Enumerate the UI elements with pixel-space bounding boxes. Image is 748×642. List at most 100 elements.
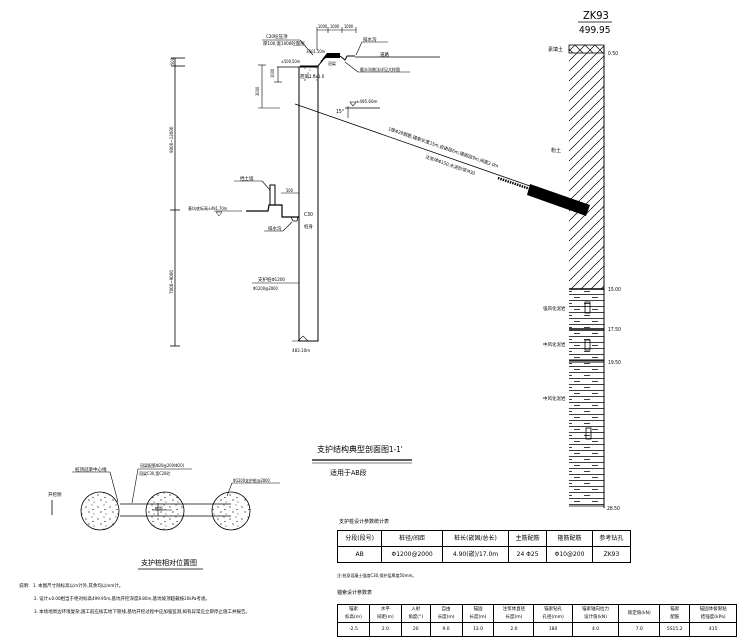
table-header-line: 锚索 xyxy=(670,606,680,612)
table-cell: ZK93 xyxy=(591,546,632,563)
pile-concrete: C30 xyxy=(304,212,313,218)
wall-width: 500 xyxy=(286,188,294,193)
section-title-block: 支护结构典型剖面图1-1' 适用于AB段 xyxy=(312,444,412,477)
crown-beam xyxy=(300,68,317,81)
table-cell: 2.0 xyxy=(368,622,402,637)
table-cell: Φ1200@2000 xyxy=(381,546,443,563)
table-header-line: 长度(m) xyxy=(469,614,487,620)
anchor-angle: 15° xyxy=(336,109,344,115)
table-header-line: 锚固 xyxy=(473,606,483,612)
table-header: 锚索标高(m) xyxy=(337,604,370,623)
pile-bottom-marker-icon xyxy=(297,335,309,342)
layer-name: 中风化泥岩 xyxy=(543,395,566,402)
ground-elevation: ±500.50m xyxy=(281,59,301,64)
table-header: 锚索钻孔孔径(mm) xyxy=(533,604,573,623)
bottom-ditch-label: 排水沟 xyxy=(268,225,282,232)
anchor-table-title: 锚索设计参数表 xyxy=(337,590,373,596)
table-header-line: 水平 xyxy=(380,606,390,612)
table-header: 入射角度(°) xyxy=(400,604,431,623)
design-notes: 说明: 1. 本图尺寸除标高以m计外,其余均以mm计。 2. 设计±0.00相当… xyxy=(19,582,250,615)
pile-circle xyxy=(145,491,185,531)
borehole-id: ZK93 xyxy=(583,9,609,22)
dim-lower: 7000~9000 xyxy=(169,270,175,294)
pile-circle xyxy=(80,491,120,531)
top-dim-3: 1000 xyxy=(344,24,354,29)
borehole-column: ZK93 499.95 素填土 0.50 粉土 15.00 强风化泥岩 17.5… xyxy=(543,9,621,512)
retaining-wall-stem xyxy=(269,184,276,205)
layer-name: 素填土 xyxy=(548,46,563,53)
table-header: 自由长度(m) xyxy=(429,604,463,623)
table-cell: -2.5 xyxy=(337,622,370,637)
crown-beam-label: 冠梁 xyxy=(328,60,336,66)
table-row: AB Φ1200@2000 4.90(嵌)/17.0m 24 Φ25 Φ10@2… xyxy=(336,546,632,563)
table-header-line: 锚索钻孔 xyxy=(544,606,563,612)
table-header: 锁定值(kN) xyxy=(618,604,661,623)
table-header-line: 角度(°) xyxy=(408,614,424,620)
pile-plan-title: 支护桩相对位置图 xyxy=(141,558,197,567)
pile-table-title: 支护桩设计参数统计表 xyxy=(339,519,390,525)
section-title: 支护结构典型剖面图1-1' xyxy=(317,444,403,454)
layer-name: 粉土 xyxy=(551,147,561,154)
layer-depth: 19.50 xyxy=(608,360,621,366)
table-cell: 24 Φ25 xyxy=(508,546,548,563)
table-cell: 5S15.2 xyxy=(659,622,691,637)
table-header: 分段(段号) xyxy=(336,530,383,547)
beam-spec-2: 冠梁C30,宽C20砼 xyxy=(139,470,170,476)
dim-left-mid2: 3000 xyxy=(255,86,260,96)
drain-note: 截水沟做法详见大样图 xyxy=(360,66,400,72)
table-header: 主筋配筋 xyxy=(508,530,548,547)
ditch-profile xyxy=(339,55,355,61)
pile-spec-sub: Φ1200@2000 xyxy=(253,286,278,291)
crown-beam-centerline-label: 桩顶冠梁中心线 xyxy=(75,466,107,473)
table-header-line: 锚索轴向拉力 xyxy=(582,606,610,612)
layer-depth: 17.50 xyxy=(608,327,621,333)
table-header: 桩长(嵌固/总长) xyxy=(441,530,510,547)
table-header: 桩径/间距 xyxy=(381,530,443,547)
table-cell: 9.0 xyxy=(429,622,463,637)
table-cell: 180 xyxy=(533,622,573,637)
dim-top-small: 500 xyxy=(170,57,175,65)
retaining-wall-label: 挡土墙 xyxy=(240,175,254,182)
table-header: 参考钻孔 xyxy=(591,530,632,547)
layer-name: 中风化泥岩 xyxy=(543,341,566,348)
table-header-line: 锚索 xyxy=(348,606,358,612)
table-header-line: 锚固体极限粘 xyxy=(699,606,727,612)
table-cell: 415 xyxy=(689,622,737,637)
note-item: 1. 本图尺寸除标高以m计外,其余均以mm计。 xyxy=(33,582,123,589)
top-dim-2: 1000 xyxy=(330,24,340,29)
table-cell: AB xyxy=(336,546,383,563)
table-header-line: 配筋 xyxy=(670,614,680,620)
wall-top-sublabel: 厚100,宽1000砼面层 xyxy=(263,40,305,47)
pile-type: 桩身 xyxy=(304,223,313,230)
layer-depth: 28.50 xyxy=(607,506,620,512)
water-elevation: ±495.60m xyxy=(356,99,378,105)
pile-parameter-table: 分段(段号) 桩径/间距 桩长(嵌固/总长) 主筋配筋 箍筋配筋 参考钻孔 AB… xyxy=(336,530,632,563)
table-header-line: 长度(m) xyxy=(505,614,523,620)
anchor-cable: 1根Φ28钢筋,锚索长度15m,自由段6m,锚固段9m,间距2.0m 注浆体Φ1… xyxy=(294,103,590,216)
table-cell: 4.0 xyxy=(571,622,620,637)
table-header-row: 锚索标高(m)水平间距(m)入射角度(°)自由长度(m)锚固长度(m)注浆体直径… xyxy=(337,604,737,623)
table-header: 锚索配筋 xyxy=(659,604,691,623)
anchor-transition xyxy=(497,176,531,191)
table-header-line: 间距(m) xyxy=(376,614,394,620)
layer-depth: 15.00 xyxy=(608,287,621,293)
dim-left-mid1: 1000 xyxy=(270,68,275,78)
base-elevation: 基坑底标高±491.70m xyxy=(188,205,228,211)
crown-beam-size: 冠梁1.0x1.0 xyxy=(300,73,325,80)
level-triangle-icon xyxy=(215,211,223,217)
note-item: 2. 设计±0.00相当于绝对标高499.95m,基坑开挖深度8.80m,基坑坡… xyxy=(34,595,210,602)
table-header-row: 分段(段号) 桩径/间距 桩长(嵌固/总长) 主筋配筋 箍筋配筋 参考钻孔 xyxy=(336,530,632,547)
table-header-line: 自由 xyxy=(441,606,451,612)
table-header-line: 结强度(kPa) xyxy=(700,614,726,620)
layer-mudstone xyxy=(569,290,604,506)
table-header-line: 锁定值(kN) xyxy=(627,610,651,616)
anchor-free-length xyxy=(294,103,531,187)
table-header-line: 长度(m) xyxy=(437,614,455,620)
table-cell: 20 xyxy=(400,622,431,637)
anchor-bond-zone xyxy=(527,184,590,216)
section-subtitle: 适用于AB段 xyxy=(330,468,367,477)
road-label: 道路 xyxy=(380,51,389,58)
table-header: 箍筋配筋 xyxy=(546,530,593,547)
